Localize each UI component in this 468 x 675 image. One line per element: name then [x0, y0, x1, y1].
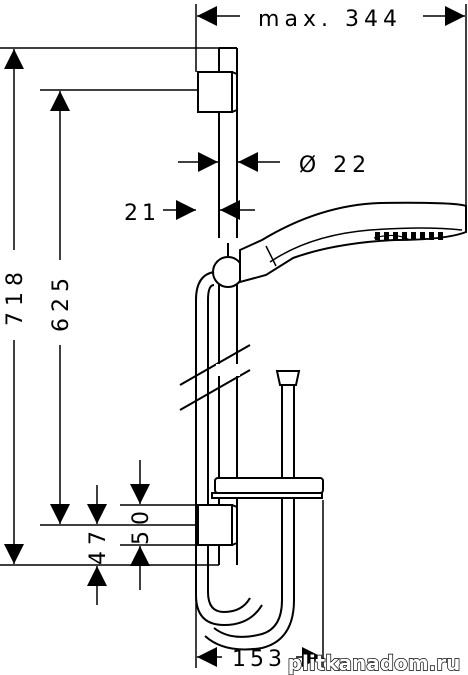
soap-shelf [211, 477, 324, 499]
dim-50-label: 50 [129, 505, 154, 545]
watermark: plitkanadom.ru [288, 651, 461, 675]
spray-nozzles [375, 232, 443, 240]
break-gap [216, 364, 240, 376]
break-lines [179, 344, 251, 411]
hand-shower [239, 201, 467, 284]
lower-wall-bracket [197, 504, 238, 546]
dim-max-344-label: max. 344 [258, 7, 402, 32]
dim-625-label: 625 [49, 272, 74, 332]
dim-153-label: 153 [232, 647, 286, 672]
dim-718-label: 718 [3, 266, 28, 326]
extension-lines [0, 4, 467, 668]
slider-holder [212, 243, 244, 288]
upper-wall-bracket [197, 71, 238, 113]
shower-hose [195, 271, 295, 651]
dim-21-label: 21 [124, 201, 160, 226]
dim-47-label: 47 [86, 525, 111, 565]
hose-connector [275, 370, 301, 386]
dim-diameter-22-label: Ø 22 [299, 153, 371, 178]
